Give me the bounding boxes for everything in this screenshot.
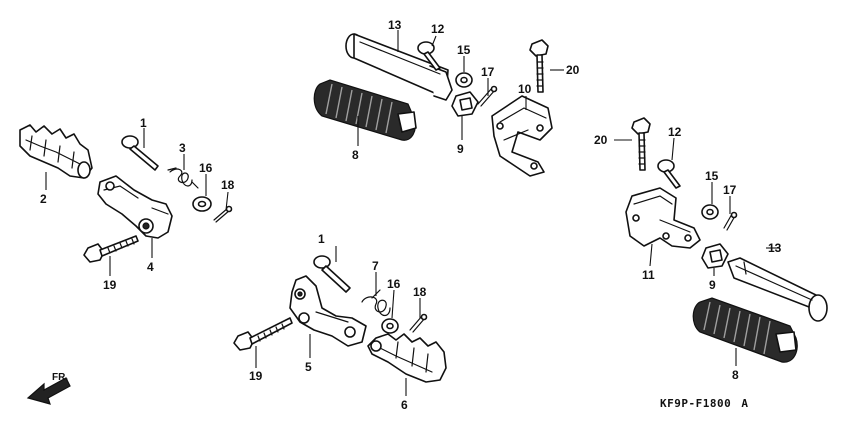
callout-19: 19	[103, 278, 117, 292]
callout-16: 16	[387, 277, 401, 291]
callout-1: 1	[318, 232, 325, 246]
footpeg-bracket-part-4[interactable]	[97, 175, 173, 239]
bracket-part-10[interactable]	[491, 95, 553, 177]
collar-part-9-right[interactable]	[701, 243, 729, 269]
callout-13: 13	[768, 241, 782, 255]
right-assembly	[625, 117, 828, 363]
callout-13: 13	[388, 18, 402, 32]
callout-4: 4	[147, 260, 154, 274]
cotter-pin-part-17[interactable]	[477, 85, 498, 107]
bolt-part-19[interactable]	[83, 235, 139, 263]
callout-labels: 1 1 2 3 4 5 6 7 8 8 9 9 10 11 12 12 13 1…	[40, 18, 782, 412]
cotter-pin-part-17-right[interactable]	[723, 211, 738, 231]
washer-part-15-right[interactable]	[701, 204, 719, 220]
cotter-pin-part-18-lower[interactable]	[409, 313, 428, 333]
callout-9: 9	[457, 142, 464, 156]
washer-part-16-lower[interactable]	[381, 318, 399, 334]
callout-1: 1	[140, 116, 147, 130]
pivot-shaft-part-13[interactable]	[345, 33, 453, 101]
bracket-part-11[interactable]	[625, 187, 701, 249]
footpeg-part-2[interactable]	[19, 124, 93, 179]
front-direction-arrow: FR.	[26, 372, 71, 405]
callout-7: 7	[372, 259, 379, 273]
callout-5: 5	[305, 360, 312, 374]
callout-8: 8	[352, 148, 359, 162]
bolt-part-20-right[interactable]	[631, 117, 651, 171]
rubber-grip-part-8-right[interactable]	[692, 297, 798, 363]
callout-8: 8	[732, 368, 739, 382]
callout-17: 17	[481, 65, 495, 79]
callout-9: 9	[709, 278, 716, 292]
washer-part-15[interactable]	[455, 72, 473, 88]
callout-10: 10	[518, 82, 532, 96]
callout-16: 16	[199, 161, 213, 175]
diagram-code-suffix: A	[741, 397, 748, 410]
pin-part-12-right[interactable]	[657, 159, 681, 189]
callout-15: 15	[457, 43, 471, 57]
callout-2: 2	[40, 192, 47, 206]
callout-18: 18	[413, 285, 427, 299]
top-center-assembly	[313, 33, 553, 177]
collar-part-9[interactable]	[451, 91, 479, 117]
washer-part-16[interactable]	[192, 196, 212, 212]
diagram-code-text: KF9P-F1800	[660, 397, 731, 410]
front-direction-label: FR.	[52, 372, 68, 383]
callout-3: 3	[179, 141, 186, 155]
callout-20: 20	[566, 63, 580, 77]
leader-lines	[45, 30, 780, 396]
bolt-part-20[interactable]	[529, 39, 549, 93]
callout-12: 12	[668, 125, 682, 139]
left-footpeg-assembly	[19, 124, 233, 263]
callout-17: 17	[723, 183, 737, 197]
callout-15: 15	[705, 169, 719, 183]
callout-6: 6	[401, 398, 408, 412]
callout-11: 11	[642, 268, 655, 282]
callout-12: 12	[431, 22, 445, 36]
pivot-shaft-part-13-right[interactable]	[727, 257, 828, 322]
svg-text:KF9P-F1800 A: KF9P-F1800 A	[660, 397, 748, 410]
callout-19: 19	[249, 369, 263, 383]
footpeg-part-6[interactable]	[367, 333, 447, 383]
callout-18: 18	[221, 178, 235, 192]
bottom-center-assembly	[233, 255, 447, 383]
bolt-part-19-lower[interactable]	[233, 317, 293, 351]
spring-part-3[interactable]	[167, 167, 199, 189]
pin-part-12[interactable]	[417, 41, 441, 71]
pin-part-1-lower[interactable]	[313, 255, 351, 293]
rubber-grip-part-8[interactable]	[313, 79, 417, 141]
callout-20: 20	[594, 133, 608, 147]
cotter-pin-part-18[interactable]	[213, 205, 233, 223]
diagram-code: KF9P-F1800 A	[660, 397, 748, 410]
footpeg-bracket-part-5[interactable]	[289, 275, 367, 347]
pin-part-1[interactable]	[121, 135, 159, 171]
